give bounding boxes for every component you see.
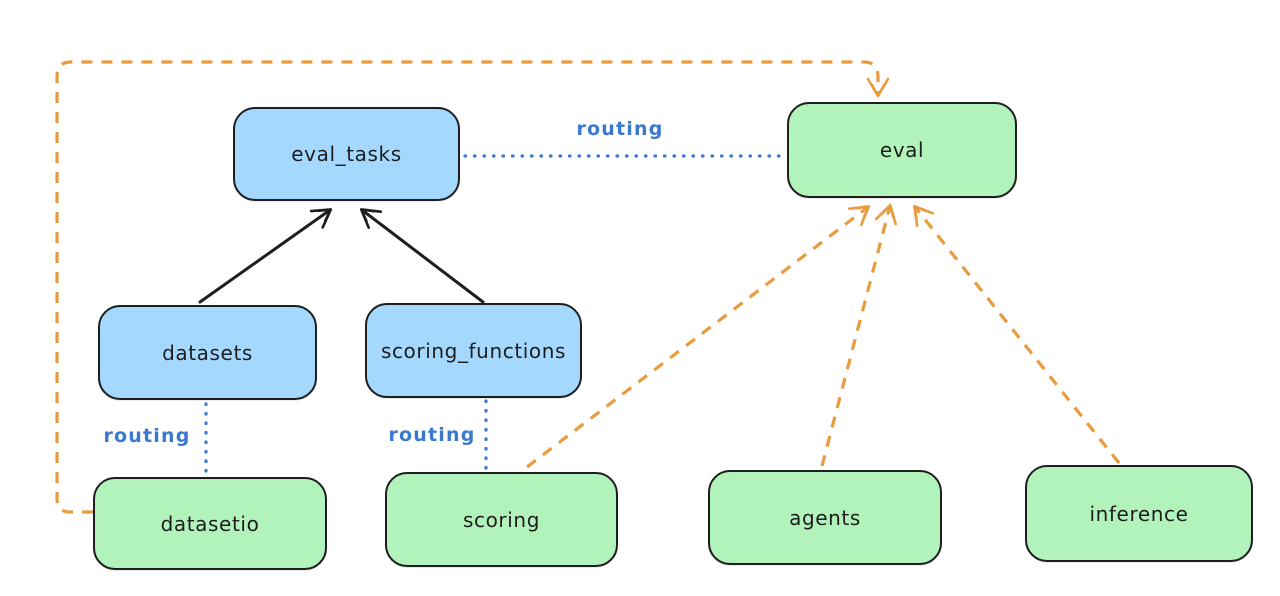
edge-label-routing-datasets-datasetio: routing: [103, 425, 191, 447]
node-eval: eval: [787, 102, 1017, 198]
node-eval-tasks-label: eval_tasks: [291, 142, 402, 166]
edge-agents-to-eval: [820, 203, 897, 467]
node-inference-label: inference: [1089, 501, 1189, 526]
edge-label-routing-eval-tasks-eval: routing: [576, 118, 664, 140]
node-agents-label: agents: [789, 505, 861, 530]
node-datasetio: datasetio: [93, 477, 327, 570]
node-eval-label: eval: [879, 138, 925, 162]
node-inference: inference: [1025, 465, 1253, 562]
node-scoring-label: scoring: [462, 507, 540, 532]
node-scoring: scoring: [385, 472, 618, 567]
edge-scoring-functions-to-eval-tasks: [359, 208, 485, 304]
node-eval-tasks: eval_tasks: [233, 107, 460, 201]
node-datasetio-label: datasetio: [160, 511, 260, 536]
node-agents: agents: [708, 470, 942, 565]
node-scoring-functions-label: scoring_functions: [380, 338, 567, 363]
node-datasets: datasets: [98, 305, 317, 400]
edge-label-routing-scoring-functions-scoring: routing: [388, 424, 476, 446]
edge-inference-to-eval: [913, 204, 1121, 464]
node-scoring-functions: scoring_functions: [365, 303, 582, 398]
edge-datasets-to-eval-tasks: [198, 208, 333, 304]
node-datasets-label: datasets: [162, 340, 253, 365]
